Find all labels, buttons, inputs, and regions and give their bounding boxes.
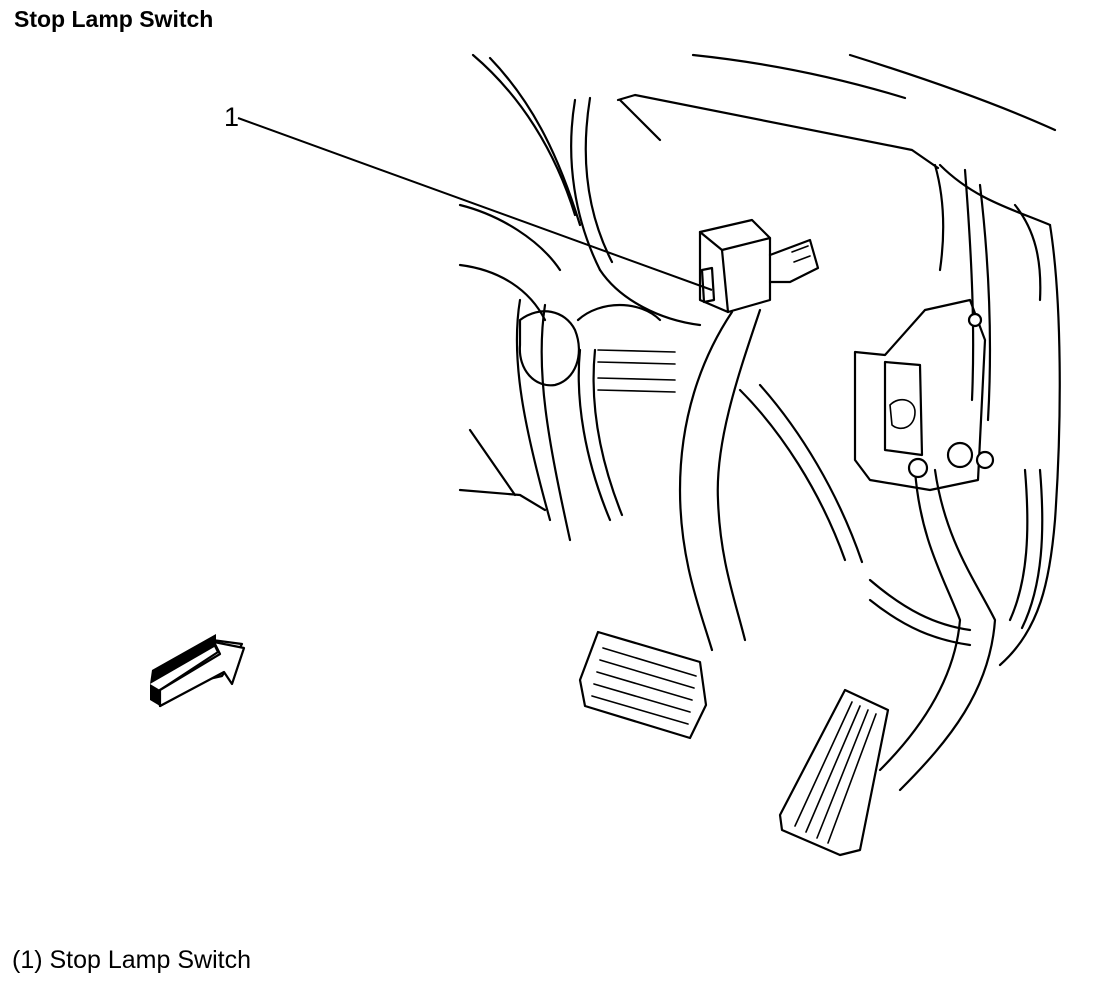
brake-pedal <box>578 308 762 740</box>
floor-outline <box>738 383 1044 647</box>
steering-column-area <box>458 96 702 542</box>
accelerator-bracket <box>853 298 995 492</box>
accelerator-pedal <box>778 468 997 857</box>
dashboard-outline <box>471 53 1061 667</box>
view-direction-arrow-icon <box>150 634 246 708</box>
stop-lamp-switch <box>698 218 820 314</box>
callout-number: 1 <box>224 102 239 132</box>
page-title: Stop Lamp Switch <box>14 6 214 32</box>
legend-item: (1) Stop Lamp Switch <box>12 946 251 974</box>
callout-leader-line <box>237 117 713 291</box>
